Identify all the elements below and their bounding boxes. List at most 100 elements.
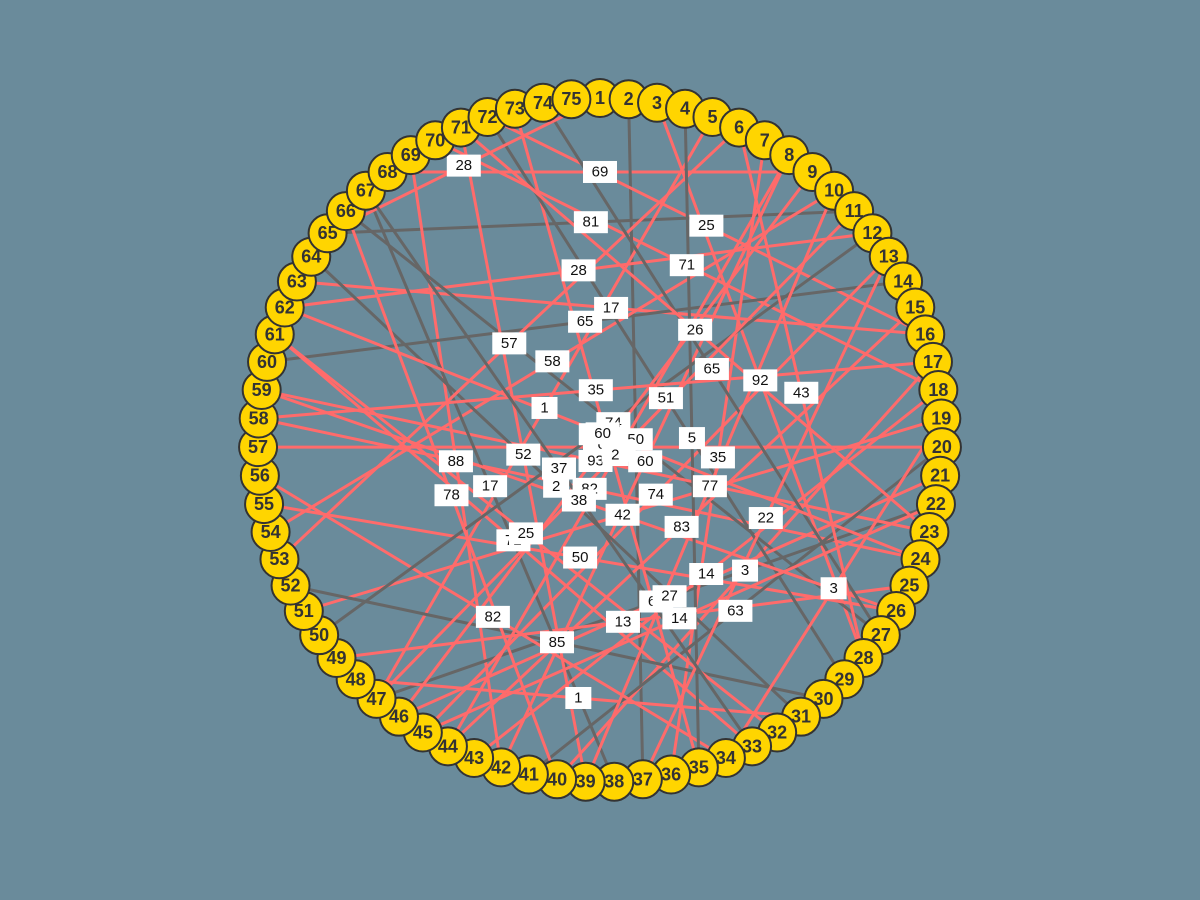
- edge-labels-layer: 7169502581281928817106582584261746033572…: [434, 154, 847, 709]
- node-label: 68: [378, 162, 398, 182]
- edge-weight-text: 26: [687, 321, 704, 338]
- edge-weight-box: [573, 211, 608, 234]
- node-label: 10: [824, 181, 844, 201]
- node-label: 5: [707, 107, 717, 127]
- edge-weight-text: 37: [551, 460, 568, 477]
- edge-weight-text: 58: [544, 353, 561, 370]
- node-39[interactable]: 39: [565, 761, 606, 802]
- node-label: 72: [478, 107, 498, 127]
- edge-weight-label: 85: [540, 631, 575, 654]
- edge-weight-box: [561, 489, 596, 512]
- edge-weight-text: 43: [793, 384, 810, 401]
- edge-weight-box: [605, 503, 640, 526]
- edge-weight-box: [602, 444, 629, 467]
- node-label: 25: [899, 576, 919, 596]
- edge-weight-text: 35: [710, 449, 727, 466]
- node-56[interactable]: 56: [239, 455, 280, 496]
- edge-weight-label: 71: [669, 254, 704, 277]
- edge-weight-text: 74: [647, 486, 664, 503]
- edge-weight-label: 14: [662, 607, 697, 630]
- edge-weight-box: [506, 443, 541, 466]
- edge-weight-label: 82: [475, 605, 510, 628]
- edge-weight-text: 28: [570, 262, 587, 279]
- edge-weight-text: 82: [485, 608, 502, 625]
- node-label: 52: [281, 576, 301, 596]
- edge-weight-box: [784, 381, 819, 404]
- edge-weight-box: [531, 396, 558, 419]
- edge-weight-label: 27: [652, 585, 687, 608]
- node-label: 38: [604, 772, 624, 792]
- edge-weight-label: 17: [473, 475, 508, 498]
- edge-weight-box: [652, 585, 687, 608]
- node-label: 67: [356, 181, 376, 201]
- node-label: 41: [519, 765, 539, 785]
- edge-weight-label: 42: [605, 503, 640, 526]
- node-label: 17: [923, 352, 943, 372]
- node-20[interactable]: 20: [921, 427, 962, 468]
- edge-weight-text: 3: [829, 580, 837, 597]
- node-label: 39: [576, 772, 596, 792]
- edge-weight-label: 51: [648, 387, 683, 410]
- edge-weight-label: 1: [565, 686, 592, 709]
- edge-weight-text: 1: [574, 689, 582, 706]
- node-label: 7: [760, 130, 770, 150]
- node-label: 75: [561, 89, 581, 109]
- edge-weight-box: [583, 160, 617, 183]
- node-label: 56: [250, 466, 270, 486]
- edge-weight-label: 25: [689, 214, 724, 237]
- node-label: 48: [346, 669, 366, 689]
- edge-weight-label: 28: [446, 154, 481, 177]
- edge-weight-text: 85: [549, 634, 566, 651]
- edge-weight-box: [694, 357, 729, 380]
- node-label: 69: [401, 145, 421, 165]
- edge-weight-text: 25: [698, 217, 715, 234]
- edge-weight-box: [669, 254, 704, 277]
- edge-weight-text: 1: [540, 399, 548, 416]
- node-label: 55: [254, 494, 274, 514]
- edge-weight-box: [434, 484, 469, 507]
- edge-weight-text: 27: [661, 588, 678, 605]
- edge-weight-box: [692, 475, 727, 498]
- edge-weight-box: [508, 522, 543, 545]
- node-label: 74: [533, 93, 553, 113]
- edge-weight-label: 58: [535, 350, 570, 373]
- edge-weight-text: 2: [611, 447, 619, 464]
- node-label: 54: [261, 522, 281, 542]
- node-circle[interactable]: [551, 79, 592, 120]
- edge-weight-box: [648, 387, 683, 410]
- edge-weight-box: [605, 610, 640, 633]
- edge-weight-label: 2: [602, 444, 629, 467]
- edge-weight-label: 37: [541, 457, 576, 480]
- edge-weight-text: 22: [757, 510, 774, 527]
- node-label: 29: [834, 669, 854, 689]
- edge-weight-label: 69: [583, 160, 617, 183]
- node-label: 59: [252, 380, 272, 400]
- edge-weight-label: 38: [561, 489, 596, 512]
- node-58[interactable]: 58: [238, 398, 279, 439]
- node-label: 4: [680, 99, 690, 119]
- edge-weight-text: 60: [637, 453, 654, 470]
- edge-weight-text: 38: [571, 492, 588, 509]
- edge-weight-label: 81: [573, 211, 608, 234]
- edge-weight-label: 1: [531, 396, 558, 419]
- node-57[interactable]: 57: [238, 427, 279, 468]
- node-label: 26: [886, 601, 906, 621]
- edge-weight-box: [638, 483, 673, 506]
- edge-weight-text: 42: [614, 506, 631, 523]
- node-label: 15: [905, 297, 925, 317]
- edge-weight-label: 50: [563, 546, 598, 569]
- edge-weight-text: 5: [688, 430, 696, 447]
- edge-weight-box: [475, 605, 510, 628]
- node-label: 37: [633, 769, 653, 789]
- node-label: 49: [326, 648, 346, 668]
- node-label: 64: [301, 247, 321, 267]
- edge-weight-text: 52: [515, 446, 532, 463]
- node-label: 42: [491, 757, 511, 777]
- node-38[interactable]: 38: [594, 761, 635, 802]
- edge-weight-box: [565, 686, 592, 709]
- node-75[interactable]: 75: [551, 79, 592, 120]
- edge-weight-text: 65: [704, 360, 721, 377]
- edge-weight-text: 57: [501, 335, 518, 352]
- edge-weight-box: [473, 475, 508, 498]
